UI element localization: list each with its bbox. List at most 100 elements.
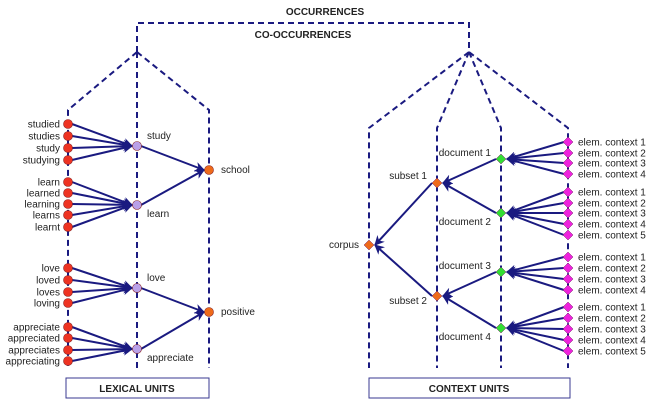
element-context-node [562, 273, 574, 285]
lemma-node [132, 200, 142, 210]
document-label: document 4 [439, 332, 492, 343]
subset-label: subset 2 [389, 296, 427, 307]
form-to-lemma-edge [71, 199, 133, 210]
word-form-label: studying [23, 156, 60, 167]
word-form-label: learn [38, 178, 60, 189]
element-context-label: elem. context 2 [578, 199, 646, 210]
context-units-box [368, 377, 571, 399]
form-to-lemma-edge [71, 123, 133, 148]
word-form-node [63, 155, 73, 165]
context-guide-corpus [368, 51, 470, 368]
element-context-node [562, 197, 574, 209]
element-to-document-edge [506, 156, 565, 175]
element-context-node [562, 334, 574, 346]
lemma-label: love [147, 273, 166, 284]
word-form-node [63, 333, 73, 343]
word-form-label: loves [37, 288, 60, 299]
element-to-document-edge [506, 317, 565, 332]
word-form-node [63, 199, 73, 209]
form-to-lemma-edge [71, 201, 133, 216]
category-label: positive [221, 307, 255, 318]
subset-label: subset 1 [389, 171, 427, 182]
document-node [495, 207, 507, 219]
form-to-lemma-edge [71, 267, 133, 290]
form-to-lemma-edge [71, 344, 133, 355]
element-context-node [562, 323, 574, 335]
word-form-node [63, 263, 73, 273]
element-context-node [562, 312, 574, 324]
word-form-node [63, 322, 73, 332]
word-form-label: appreciate [13, 323, 60, 334]
element-context-node [562, 186, 574, 198]
corpus-node [363, 239, 375, 251]
word-form-node [63, 287, 73, 297]
form-to-lemma-edge [71, 181, 133, 207]
element-context-label: elem. context 2 [578, 149, 646, 160]
element-to-document-edge [506, 141, 565, 162]
word-form-node [63, 177, 73, 187]
element-context-node [562, 218, 574, 230]
element-context-label: elem. context 4 [578, 170, 646, 181]
co-occurrences-header: CO-OCCURRENCES [255, 30, 352, 41]
document-to-subset-edge [442, 182, 497, 214]
element-context-label: elem. context 3 [578, 275, 646, 286]
element-context-label: elem. context 4 [578, 220, 646, 231]
element-context-label: elem. context 2 [578, 264, 646, 275]
word-form-node [63, 131, 73, 141]
lemma-to-category-edge [140, 169, 205, 206]
word-form-label: love [42, 264, 61, 275]
word-form-node [63, 275, 73, 285]
category-node [204, 165, 214, 175]
element-context-label: elem. context 1 [578, 303, 646, 314]
word-form-node [63, 143, 73, 153]
occurrences-bracket [136, 22, 470, 52]
document-label: document 3 [439, 261, 492, 272]
element-context-node [562, 229, 574, 241]
lexical-guide-right [136, 51, 210, 368]
word-form-node [63, 222, 73, 232]
document-label: document 1 [439, 148, 492, 159]
unit-boxes: LEXICAL UNITS CONTEXT UNITS [65, 377, 571, 399]
element-to-document-edge [506, 326, 565, 352]
document-to-subset-edge [442, 158, 497, 184]
lemma-to-category-edge [140, 287, 205, 314]
subset-node [431, 290, 443, 302]
document-node [495, 153, 507, 165]
word-form-label: learnt [35, 223, 60, 234]
form-to-lemma-edge [71, 279, 133, 292]
element-to-document-edge [506, 191, 565, 215]
lemma-node [132, 344, 142, 354]
document-node [495, 266, 507, 278]
form-to-lemma-edge [71, 326, 133, 351]
element-context-label: elem. context 5 [578, 347, 646, 358]
labels: OCCURRENCES CO-OCCURRENCES studiedstudie… [6, 7, 647, 368]
word-form-node [63, 298, 73, 308]
form-to-lemma-edge [71, 285, 133, 304]
form-to-lemma-edge [71, 337, 133, 353]
form-to-lemma-edge [71, 192, 133, 209]
word-form-label: appreciating [6, 357, 60, 368]
lexical-units-label: LEXICAL UNITS [99, 384, 175, 395]
nodes [63, 119, 574, 366]
subset-to-corpus-edge [374, 182, 433, 246]
element-to-document-edge [506, 269, 565, 291]
element-context-node [562, 345, 574, 357]
word-form-label: appreciated [8, 334, 60, 345]
element-to-document-edge [506, 202, 565, 217]
lemma-node [132, 283, 142, 293]
document-node [495, 322, 507, 334]
element-to-document-edge [506, 306, 565, 330]
dashed-guides [67, 22, 569, 368]
word-form-node [63, 345, 73, 355]
element-context-node [562, 301, 574, 313]
element-context-label: elem. context 4 [578, 286, 646, 297]
element-context-node [562, 147, 574, 159]
form-to-lemma-edge [71, 345, 133, 362]
element-to-document-edge [506, 211, 565, 236]
word-form-label: learning [24, 200, 60, 211]
context-guide-document [468, 51, 502, 368]
element-context-label: elem. context 3 [578, 209, 646, 220]
category-node [204, 307, 214, 317]
